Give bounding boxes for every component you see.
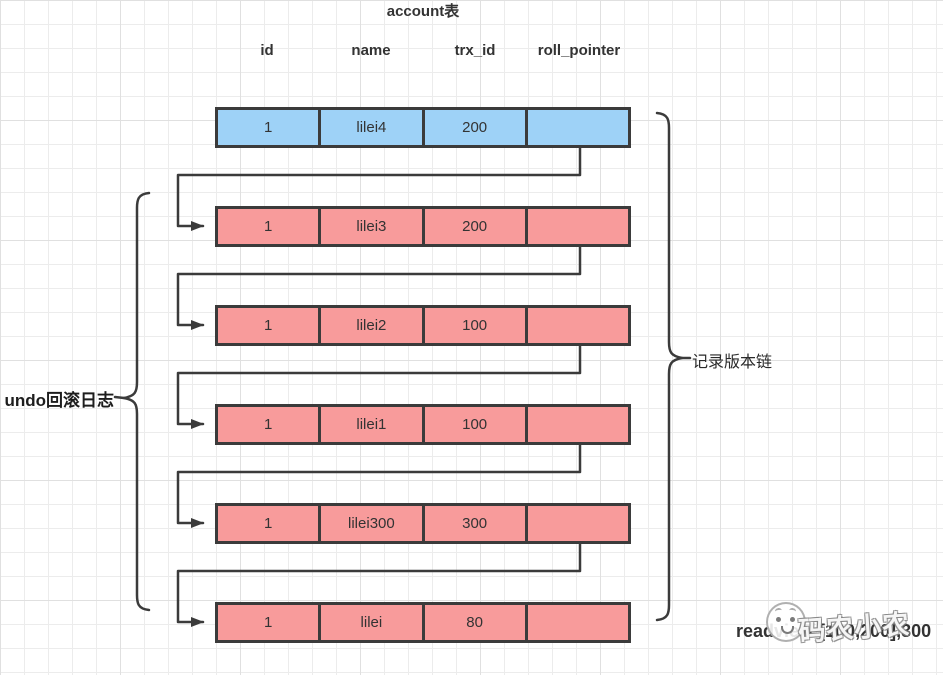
column-header-id: id — [260, 42, 274, 59]
left-brace-tick — [113, 395, 126, 400]
undo-row-1: 1 lilei3 200 — [215, 206, 631, 247]
emoji-brow — [774, 607, 783, 615]
cell-roll-pointer — [528, 605, 628, 640]
undo-row-2: 1 lilei2 100 — [215, 305, 631, 346]
cell-roll-pointer — [528, 110, 628, 145]
cell-name: lilei3 — [321, 209, 425, 244]
column-header-trx-id: trx_id — [454, 42, 496, 59]
undo-log-label: undo回滚日志 — [4, 391, 114, 410]
cell-trx-id: 300 — [425, 506, 528, 541]
column-headers: id name trx_id roll_pointer — [215, 42, 631, 59]
left-brace — [122, 191, 151, 612]
table-title: account表 — [386, 3, 460, 20]
cell-trx-id: 100 — [425, 308, 528, 343]
cell-name: lilei4 — [321, 110, 425, 145]
emoji-brow — [788, 607, 797, 615]
cell-name: lilei2 — [321, 308, 425, 343]
column-header-name: name — [351, 42, 391, 59]
cell-trx-id: 100 — [425, 407, 528, 442]
cell-id: 1 — [218, 209, 322, 244]
readview-text: readview:[100,200],300 — [736, 621, 932, 641]
cell-id: 1 — [218, 308, 322, 343]
cell-trx-id: 200 — [425, 110, 528, 145]
cell-trx-id: 80 — [425, 605, 528, 640]
cell-roll-pointer — [528, 209, 628, 244]
record-row-current: 1 lilei4 200 — [215, 107, 631, 148]
cell-roll-pointer — [528, 407, 628, 442]
cell-trx-id: 200 — [425, 209, 528, 244]
cell-id: 1 — [218, 605, 322, 640]
undo-row-4: 1 lilei300 300 — [215, 503, 631, 544]
undo-row-5: 1 lilei 80 — [215, 602, 631, 643]
cell-roll-pointer — [528, 308, 628, 343]
version-chain-label: 记录版本链 — [692, 354, 773, 371]
cell-id: 1 — [218, 506, 322, 541]
undo-row-3: 1 lilei1 100 — [215, 404, 631, 445]
cell-name: lilei300 — [321, 506, 425, 541]
cell-id: 1 — [218, 110, 322, 145]
column-header-roll-pointer: roll_pointer — [537, 42, 621, 59]
cell-roll-pointer — [528, 506, 628, 541]
right-brace — [655, 111, 684, 622]
cell-id: 1 — [218, 407, 322, 442]
cell-name: lilei — [321, 605, 425, 640]
cell-name: lilei1 — [321, 407, 425, 442]
